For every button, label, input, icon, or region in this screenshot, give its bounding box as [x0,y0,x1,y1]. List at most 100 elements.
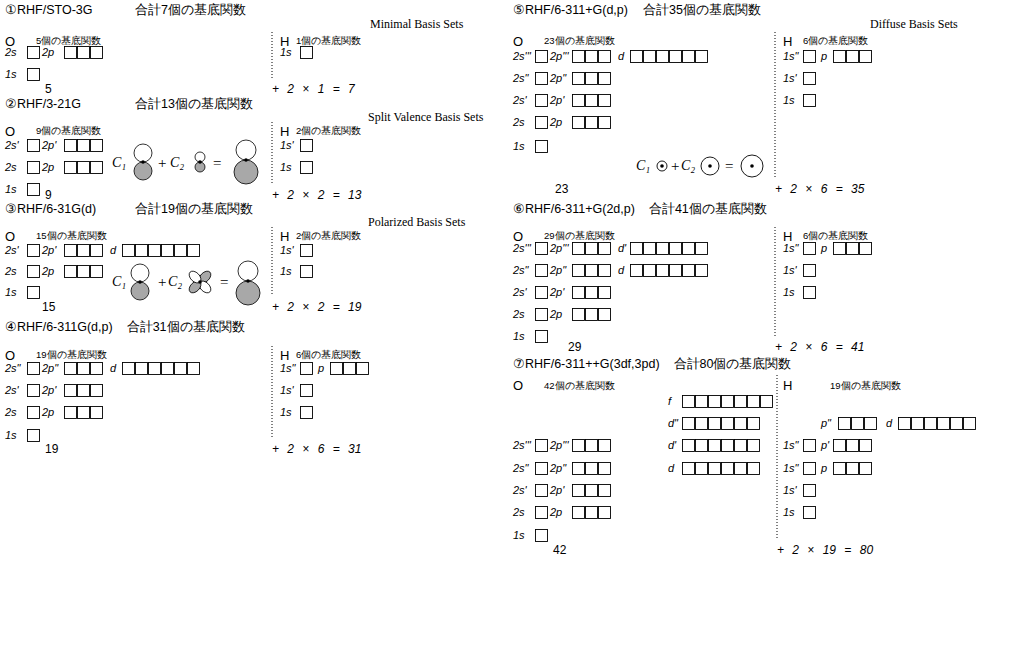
basis-function-box [78,363,90,375]
basis-function-box [804,265,816,277]
orbital-label: 2s [513,505,525,519]
nucleus-dot [750,164,754,168]
orbital-label: 1s' [783,483,797,497]
orbital-label: 1s [783,505,795,519]
nucleus-dot [198,160,202,164]
basis-function-box [709,463,721,475]
nucleus-dot [708,164,712,168]
orbital-label: 1s" [783,461,799,475]
basis-function-box [78,140,90,152]
basis-function-box [536,530,548,542]
basis-function-box [852,418,864,430]
basis-function-box [847,440,859,452]
operator-sign: = [725,158,733,174]
basis-function-box [599,440,611,452]
count-number: 5 [45,82,52,96]
orbital-label: d [886,416,892,430]
basis-function-box [536,265,548,277]
method-title: ②RHF/3-21G [5,97,81,112]
method-title: 合計31個の基底関数 [127,320,245,335]
basis-function-box [696,265,708,277]
basis-function-box [78,385,90,397]
basis-function-box [644,243,656,255]
orbital-label: 2s [5,160,17,174]
function-count: 9個の基底関数 [36,124,101,138]
coefficient: C₁ [636,158,650,174]
basis-function-box [696,396,708,408]
orbital-label: d [110,243,116,257]
basis-function-box [735,440,747,452]
basis-function-box [839,418,851,430]
category-heading: Diffuse Basis Sets [870,17,958,31]
basis-function-box [91,407,103,419]
basis-function-box [301,407,313,419]
orbital-label: 1s [783,285,795,299]
dotted-divider [272,122,273,185]
atom-symbol: H [280,229,289,244]
basis-function-box [804,507,816,519]
basis-function-box [586,73,598,85]
basis-function-box [536,51,548,63]
basis-function-box [599,485,611,497]
basis-function-box [644,51,656,63]
basis-function-box [847,51,859,63]
basis-function-box [136,363,148,375]
d-orbital-lobe [187,269,203,285]
basis-function-box [670,243,682,255]
basis-function-box [573,51,585,63]
orbital-label: 2s' [513,285,527,299]
basis-function-box [301,363,313,375]
basis-function-box [683,396,695,408]
orbital-label: 2p" [550,71,566,85]
function-count: 19個の基底関数 [830,379,901,393]
basis-function-box [696,51,708,63]
basis-function-box [964,418,976,430]
basis-function-box [28,47,40,59]
basis-function-box [804,440,816,452]
diffuse-orbital [657,161,667,171]
count-number: 42 [553,543,566,557]
dotted-divider [775,227,776,336]
orbital-label: 1s [783,93,795,107]
total-sum: + 2 × 2 = 13 [272,188,361,202]
function-count: 15個の基底関数 [36,229,107,243]
basis-function-box [65,140,77,152]
basis-function-box [644,265,656,277]
function-count: 6個の基底関数 [803,34,868,48]
basis-function-box [573,287,585,299]
basis-function-box [123,245,135,257]
method-title: 合計80個の基底関数 [674,357,792,372]
atom-symbol: H [783,378,792,393]
orbital-label: 2s" [5,361,21,375]
orbital-label: 2s" [513,461,529,475]
basis-function-box [586,117,598,129]
basis-function-box [599,95,611,107]
basis-function-box [91,47,103,59]
orbital-label: 1s [5,285,17,299]
orbital-label: 1s' [783,71,797,85]
basis-function-box [28,140,40,152]
orbital-label: 1s' [280,138,294,152]
nucleus-dot [660,164,664,168]
orbital-label: 1s [5,67,17,81]
basis-function-box [149,245,161,257]
basis-function-box [912,418,924,430]
method-title: ④RHF/6-311G(d,p) [5,320,113,335]
basis-function-box [65,266,77,278]
orbital-label: 2s''' [513,49,531,63]
method-title: ③RHF/6-31G(d) [5,202,96,217]
method-title: 合計35個の基底関数 [643,3,761,18]
basis-function-box [123,363,135,375]
basis-function-box [709,440,721,452]
basis-function-box [28,385,40,397]
orbital-label: d [110,361,116,375]
basis-function-box [735,463,747,475]
orbital-label: 1s [513,329,525,343]
basis-function-box [536,141,548,153]
orbital-label: 2p [550,115,562,129]
basis-function-box [331,363,343,375]
orbital-label: 2s' [5,138,19,152]
basis-function-box [709,418,721,430]
orbital-label: 1s [513,528,525,542]
basis-function-box [586,440,598,452]
